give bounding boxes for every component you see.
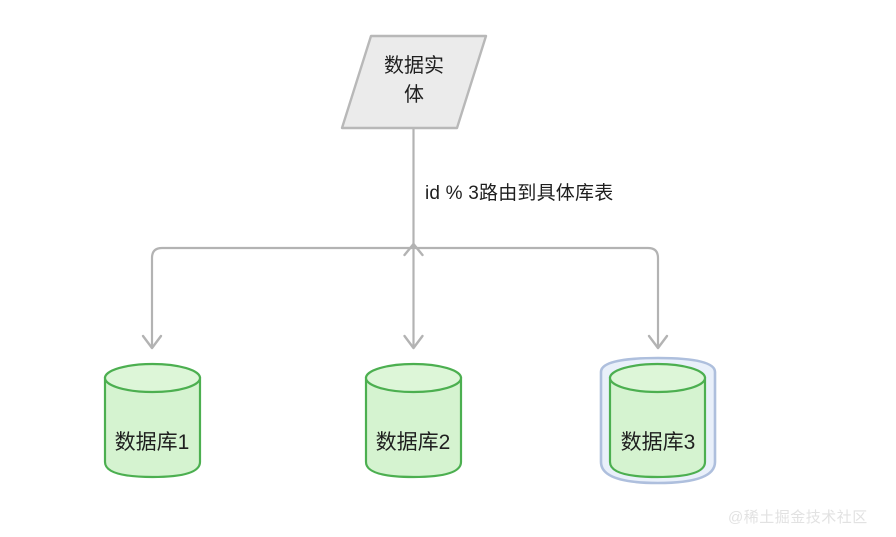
- database-1-node[interactable]: [103, 362, 202, 479]
- edge-branch-left: [150, 246, 415, 347]
- connector-edges[interactable]: [141, 127, 669, 350]
- cylinder-body-db3: [608, 376, 707, 479]
- arrowhead-db3: [647, 334, 669, 350]
- arrowhead-junction-up: [403, 242, 424, 257]
- cylinder-top-db2: [364, 362, 463, 394]
- cylinder-top-db3: [608, 362, 707, 394]
- database-3-node[interactable]: [599, 356, 717, 485]
- edge-routing-label: id % 3路由到具体库表: [425, 183, 614, 204]
- cylinder-body-db2: [364, 376, 463, 479]
- arrowhead-db2: [403, 334, 424, 350]
- arrowhead-db1: [141, 334, 163, 350]
- parallelogram-shape: [340, 34, 488, 130]
- watermark-text: @稀土掘金技术社区: [728, 509, 868, 526]
- cylinder-top-db1: [103, 362, 202, 394]
- edge-branch-right: [412, 246, 660, 347]
- cylinder-body-db1: [103, 376, 202, 479]
- data-entity-node[interactable]: [340, 34, 488, 130]
- database-2-node[interactable]: [364, 362, 463, 479]
